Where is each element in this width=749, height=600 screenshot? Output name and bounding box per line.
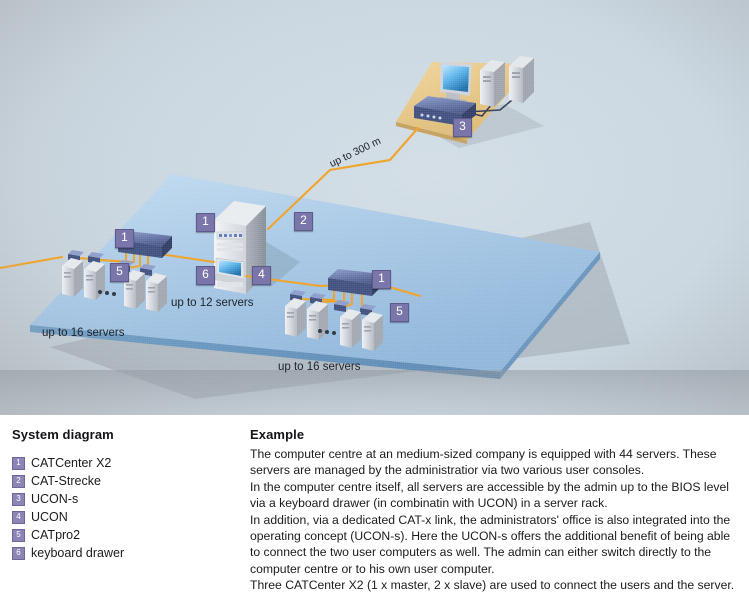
badge-rack-4: 4 [252, 266, 271, 285]
ellipsis-dots-right [318, 329, 336, 335]
badge-catpro-left-5: 5 [110, 263, 129, 282]
diagram-canvas [0, 56, 749, 415]
legend-badge-3: 3 [12, 493, 25, 506]
blue-platform-top [30, 174, 600, 372]
legend-label: CATpro2 [31, 528, 81, 542]
legend-label: CATCenter X2 [31, 456, 112, 470]
office-equipment-group [414, 56, 534, 126]
badge-cable-2: 2 [294, 212, 313, 231]
legend-label: keyboard drawer [31, 546, 125, 560]
illustration-base-fade [0, 370, 749, 415]
system-diagram-heading: System diagram [12, 427, 114, 442]
badge-switch-left-1: 1 [115, 229, 134, 248]
legend-list: 1 CATCenter X2 2 CAT-Strecke 3 UCON-s 4 … [12, 456, 234, 561]
server-towers-left-a [62, 258, 105, 300]
example-paragraph-4: Three CATCenter X2 (1 x master, 2 x slav… [250, 578, 735, 593]
catcenter-switch-left [118, 231, 172, 258]
label-16-servers-left: up to 16 servers [42, 327, 125, 339]
system-diagram-illustration: 1 2 3 4 6 1 5 1 5 up to 300 m up to 12 s… [0, 0, 749, 415]
server-towers-left-b [124, 270, 167, 312]
legend-badge-2: 2 [12, 475, 25, 488]
legend-label: CAT-Strecke [31, 474, 101, 488]
orange-platform-edge [396, 122, 467, 144]
legend-item: 4 UCON [12, 510, 234, 525]
server-towers-right-b [340, 309, 383, 351]
legend-label: UCON [31, 510, 68, 524]
legend-badge-4: 4 [12, 511, 25, 524]
cat-x-link-cable [266, 126, 420, 231]
ellipsis-dots-left [98, 290, 116, 296]
example-paragraph-2: In the computer centre itself, all serve… [250, 479, 729, 511]
office-tower-1 [480, 60, 505, 107]
badge-rack-6: 6 [196, 266, 215, 285]
badge-catpro-right-5: 5 [390, 303, 409, 322]
label-12-servers: up to 12 servers [171, 297, 254, 309]
keyboard-drawer [214, 257, 246, 286]
blue-platform-edge-left [30, 325, 500, 379]
office-tower-2 [509, 56, 534, 103]
legend-badge-1: 1 [12, 457, 25, 470]
catcenter-switch-right [328, 269, 382, 296]
legend-item: 1 CATCenter X2 [12, 456, 234, 471]
legend-item: 6 keyboard drawer [12, 546, 234, 561]
blue-platform-edge-right [500, 252, 600, 379]
legend-item: 3 UCON-s [12, 492, 234, 507]
badge-switch-right-1: 1 [372, 270, 391, 289]
description-section: System diagram 1 CATCenter X2 2 CAT-Stre… [0, 415, 749, 600]
legend-item: 5 CATpro2 [12, 528, 234, 543]
badge-rack-1: 1 [196, 213, 215, 232]
legend-item: 2 CAT-Strecke [12, 474, 234, 489]
legend-badge-5: 5 [12, 529, 25, 542]
example-paragraph-1: The computer centre at an medium-sized c… [250, 447, 717, 478]
office-monitor [440, 62, 472, 103]
label-16-servers-right: up to 16 servers [278, 361, 361, 373]
legend-label: UCON-s [31, 492, 79, 506]
example-column: Example The computer centre at an medium… [250, 427, 739, 594]
badge-office-3: 3 [453, 118, 472, 137]
example-heading: Example [250, 427, 305, 442]
system-diagram-column: System diagram 1 CATCenter X2 2 CAT-Stre… [12, 427, 234, 564]
legend-badge-6: 6 [12, 547, 25, 560]
example-paragraph-3: In addition, via a dedicated CAT-x link,… [250, 512, 731, 576]
right-cluster-group [245, 269, 421, 351]
